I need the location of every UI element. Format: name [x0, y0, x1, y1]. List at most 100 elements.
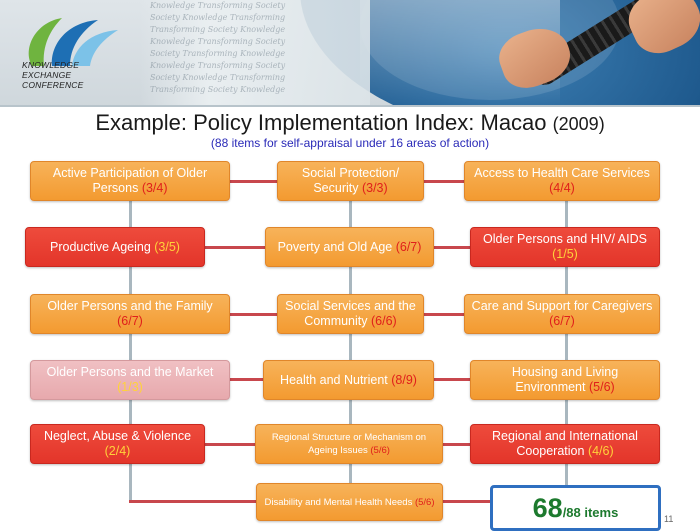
area-box-content: Care and Support for Caregivers (6/7) [471, 299, 653, 329]
area-box-content: Social Protection/ Security (3/3) [284, 166, 417, 196]
area-box-content: Health and Nutrient (8/9) [280, 373, 417, 388]
area-label: Social Services and the Community [285, 299, 416, 328]
area-score: (3/4) [141, 181, 168, 195]
area-box-content: Disability and Mental Health Needs (5/6) [264, 496, 434, 509]
total-score-box: 68/88 items [490, 485, 661, 531]
area-box-regional-structure: Regional Structure or Mechanism on Agein… [255, 424, 443, 464]
connector-line [443, 500, 490, 503]
logo-line: CONFERENCE [22, 80, 84, 90]
area-score: (6/7) [395, 239, 422, 254]
page-number: 11 [664, 514, 674, 524]
area-box-content: Social Services and the Community (6/6) [284, 299, 417, 329]
area-box-family: Older Persons and the Family (6/7) [30, 294, 230, 334]
banner-word: Knowledge Transforming Society [150, 61, 286, 70]
area-box-content: Housing and Living Environment (5/6) [477, 365, 653, 395]
area-label: Older Persons and the Market [46, 365, 214, 379]
area-box-content: Older Persons and the Family (6/7) [37, 299, 223, 329]
connector-line [349, 197, 352, 487]
area-box-neglect-abuse: Neglect, Abuse & Violence (2/4) [30, 424, 205, 464]
total-score-suffix: /88 items [562, 504, 619, 520]
area-label: Disability and Mental Health Needs [264, 496, 413, 508]
title-text: Example: Policy Implementation Index: Ma… [95, 110, 547, 135]
area-label: Social Protection/ Security [301, 166, 400, 195]
area-box-content: Active Participation of Older Persons (3… [37, 166, 223, 196]
area-box-content: Regional and International Cooperation (… [477, 429, 653, 459]
area-box-social-protection: Social Protection/ Security (3/3) [277, 161, 424, 201]
area-box-health-nutrient: Health and Nutrient (8/9) [263, 360, 434, 400]
header-banner: Knowledge Transforming Society Society K… [0, 0, 700, 107]
area-label: Active Participation of Older Persons [52, 166, 208, 195]
area-box-health-care-access: Access to Health Care Services (4/4) [464, 161, 660, 201]
area-score: (6/7) [117, 314, 143, 328]
area-box-content: Regional Structure or Mechanism on Agein… [262, 431, 436, 457]
area-box-market: Older Persons and the Market (1/3) [30, 360, 230, 400]
area-score: (3/3) [361, 181, 388, 195]
area-score: (4/6) [587, 444, 614, 458]
area-box-regional-cooperation: Regional and International Cooperation (… [470, 424, 660, 464]
connector-line [565, 197, 568, 487]
page-title: Example: Policy Implementation Index: Ma… [0, 110, 700, 136]
area-score: (1/3) [117, 380, 143, 394]
area-label: Regional and International Cooperation [492, 429, 638, 458]
banner-word: Knowledge Transforming Society [150, 1, 286, 10]
conference-logo [28, 18, 118, 66]
area-label: Older Persons and HIV/ AIDS [483, 232, 647, 246]
connector-line [230, 180, 277, 183]
area-label: Neglect, Abuse & Violence [43, 429, 192, 443]
connector-line [205, 443, 255, 446]
area-label: Poverty and Old Age [277, 239, 393, 254]
area-score: (2/4) [104, 444, 131, 458]
connector-line [424, 180, 464, 183]
area-score: (1/5) [552, 247, 578, 261]
area-box-disability: Disability and Mental Health Needs (5/6) [256, 483, 443, 521]
area-box-caregivers: Care and Support for Caregivers (6/7) [464, 294, 660, 334]
area-score: (5/6) [414, 496, 435, 508]
logo-line: KNOWLEDGE [22, 60, 80, 70]
area-label: Housing and Living Environment [511, 365, 619, 394]
area-score: (6/6) [371, 314, 397, 328]
connector-line [205, 246, 265, 249]
banner-word: Transforming Society Knowledge [150, 85, 286, 94]
area-box-content: Access to Health Care Services (4/4) [471, 166, 653, 196]
area-box-content: Neglect, Abuse & Violence (2/4) [37, 429, 198, 459]
banner-word: Society Knowledge Transforming [150, 73, 286, 82]
area-box-poverty-old-age: Poverty and Old Age (6/7) [265, 227, 434, 267]
area-label: Health and Nutrient [280, 372, 388, 387]
area-box-housing: Housing and Living Environment (5/6) [470, 360, 660, 400]
area-box-active-participation: Active Participation of Older Persons (3… [30, 161, 230, 201]
area-box-productive-ageing: Productive Ageing (3/5) [25, 227, 205, 267]
area-score: (5/6) [588, 380, 615, 394]
connector-line [129, 500, 256, 503]
banner-word: Knowledge Transforming Society [150, 37, 286, 46]
area-box-content: Older Persons and HIV/ AIDS (1/5) [477, 232, 653, 262]
area-box-content: Poverty and Old Age (6/7) [278, 240, 422, 255]
area-label: Care and Support for Caregivers [471, 299, 653, 313]
connector-line [129, 197, 132, 502]
area-box-social-services: Social Services and the Community (6/6) [277, 294, 424, 334]
area-label: Access to Health Care Services [474, 166, 650, 180]
area-box-content: Older Persons and the Market (1/3) [37, 365, 223, 395]
banner-divider [0, 105, 700, 107]
connector-line [443, 443, 470, 446]
area-score: (6/7) [549, 314, 575, 328]
connector-line [434, 378, 470, 381]
area-box-content: Productive Ageing (3/5) [50, 240, 180, 255]
area-label: Productive Ageing [50, 239, 151, 254]
connector-line [230, 378, 263, 381]
connector-line [424, 313, 464, 316]
page-subtitle: (88 items for self-appraisal under 16 ar… [210, 136, 490, 150]
banner-word: Society Transforming Knowledge [150, 49, 286, 58]
connector-line [434, 246, 470, 249]
area-score: (3/5) [154, 239, 180, 254]
total-score-value: 68 [532, 492, 563, 523]
banner-word: Society Knowledge Transforming [150, 13, 286, 22]
logo-wordmark: KNOWLEDGE EXCHANGE CONFERENCE [22, 60, 84, 90]
connector-line [230, 313, 277, 316]
area-score: (8/9) [391, 372, 417, 387]
logo-line: EXCHANGE [22, 70, 72, 80]
title-year: (2009) [552, 114, 605, 134]
area-box-hiv-aids: Older Persons and HIV/ AIDS (1/5) [470, 227, 660, 267]
area-label: Older Persons and the Family [47, 299, 213, 313]
banner-word-strip: Knowledge Transforming Society Society K… [140, 0, 370, 107]
area-score: (4/4) [549, 181, 575, 195]
